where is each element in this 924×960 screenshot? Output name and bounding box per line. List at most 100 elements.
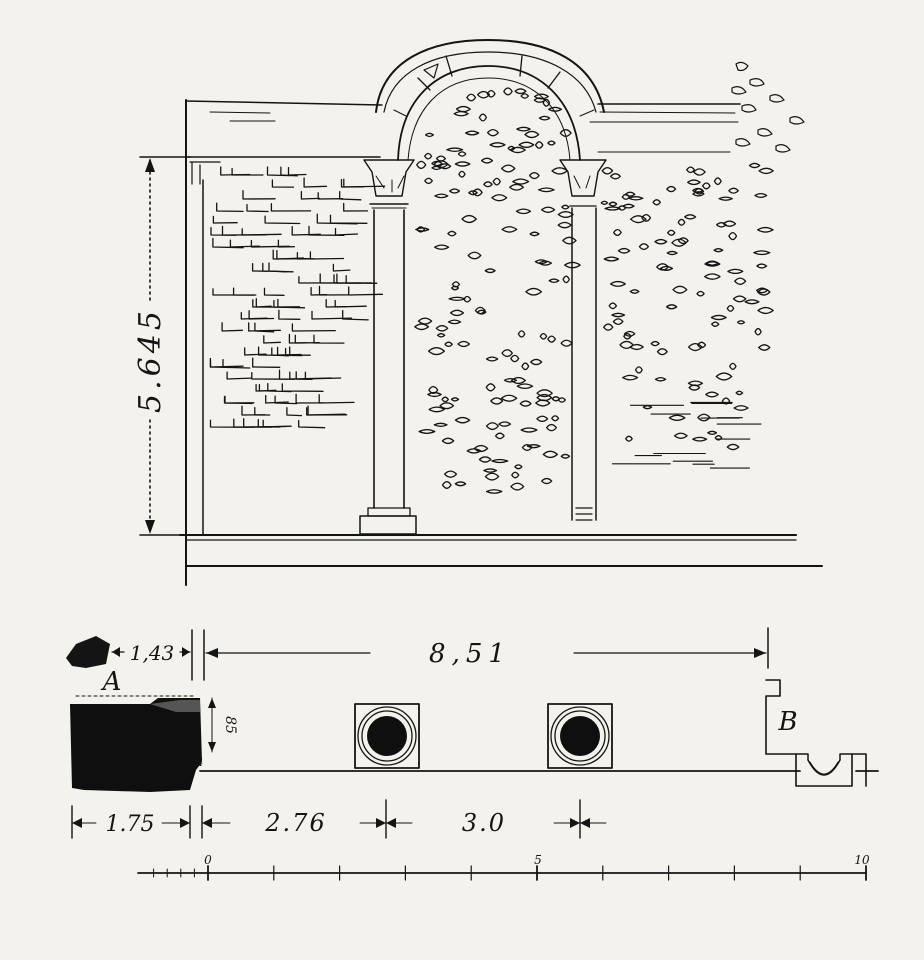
rubble-stone xyxy=(450,397,460,402)
rubble-stone xyxy=(715,372,733,381)
rubble-stone xyxy=(667,229,676,236)
rubble-stone xyxy=(492,177,501,186)
rubble-stone xyxy=(453,111,469,117)
rubble-stone xyxy=(713,248,724,253)
scale-ticks xyxy=(153,865,867,881)
rubble-stone xyxy=(705,260,719,266)
masonry-stroke xyxy=(231,167,264,176)
plan-view: 1,43 8,51 A 85 24 xyxy=(66,627,879,839)
masonry-stroke xyxy=(221,225,267,236)
masonry-stroke xyxy=(291,225,321,236)
rubble-stone xyxy=(514,88,527,95)
masonry-stroke xyxy=(270,203,312,212)
scale-tick-label-0: 0 xyxy=(204,853,212,867)
rubble-stone xyxy=(510,482,525,491)
dim-8-51: 8,51 xyxy=(429,639,511,669)
masonry-stroke xyxy=(263,335,282,344)
rubble-stone xyxy=(722,220,737,227)
masonry-stroke xyxy=(246,203,269,213)
rubble-stone xyxy=(744,299,760,305)
masonry-stroke xyxy=(313,334,345,344)
masonry-stroke xyxy=(319,273,363,284)
masonry-stroke xyxy=(229,239,260,248)
rubble-stone xyxy=(517,330,526,338)
rubble-stone xyxy=(540,206,556,213)
rubble-stone xyxy=(600,200,609,205)
rubble-stone xyxy=(416,160,427,170)
rubble-stone xyxy=(536,415,549,422)
rubble-stone xyxy=(705,391,719,398)
masonry-stroke xyxy=(221,322,244,332)
column-right xyxy=(559,159,607,521)
rubble-stone xyxy=(516,383,534,390)
rubble-stone xyxy=(447,230,457,237)
masonry-stroke xyxy=(298,276,339,284)
rubble-stone xyxy=(629,289,640,294)
scale-tick-label-5: 5 xyxy=(534,853,542,867)
rubble-stone xyxy=(542,98,551,107)
rubble-stone xyxy=(551,415,560,422)
wall-ruin-edge xyxy=(731,61,805,153)
rubble-stone xyxy=(454,481,467,487)
rubble-stone xyxy=(638,243,650,251)
masonry-stroke xyxy=(276,250,305,260)
rubble-stone xyxy=(692,187,704,194)
rubble-stone xyxy=(518,141,535,148)
masonry-stroke xyxy=(232,287,255,296)
masonry-stroke xyxy=(268,262,288,273)
masonry-stroke xyxy=(212,215,238,224)
elevation-view: 5.645 xyxy=(133,39,823,586)
masonry-stroke xyxy=(336,273,372,284)
rubble-stone xyxy=(439,402,455,410)
rubble-stone xyxy=(613,229,622,236)
rubble-stone xyxy=(521,444,533,451)
rubble-stone xyxy=(498,421,512,427)
rubble-stone xyxy=(501,226,518,233)
rubble-stone xyxy=(687,380,704,387)
masonry-stroke xyxy=(288,333,308,344)
masonry-stroke xyxy=(309,251,345,260)
rubble-stone xyxy=(473,444,489,453)
rubble-stone xyxy=(466,93,477,102)
rubble-stone xyxy=(677,237,689,245)
rubble-stone xyxy=(507,145,516,151)
rubble-stone xyxy=(728,187,739,194)
rubble-stone xyxy=(515,208,532,215)
rubble-stone xyxy=(718,196,733,201)
rubble-stone xyxy=(650,340,660,347)
rubble-stone xyxy=(601,167,614,175)
rubble-stone xyxy=(672,285,688,294)
rubble-stone xyxy=(559,129,572,137)
rubble-stone xyxy=(557,397,567,403)
masonry-stroke xyxy=(278,309,301,320)
masonry-stroke xyxy=(334,299,367,308)
rubble-stone xyxy=(711,321,720,327)
rubble-stone xyxy=(548,278,560,283)
rubble-stone xyxy=(511,471,520,479)
masonry-stroke xyxy=(289,346,311,356)
rubble-stone xyxy=(454,416,471,424)
rubble-stone xyxy=(491,458,509,464)
rubble-stone xyxy=(704,273,721,280)
label-b: B xyxy=(777,707,797,737)
rubble-stone xyxy=(519,400,532,407)
rubble-stone xyxy=(441,396,449,403)
rubble-stone xyxy=(465,130,480,136)
rubble-stone xyxy=(483,181,493,188)
rubble-stone xyxy=(551,396,561,402)
masonry-stroke xyxy=(287,167,307,176)
masonry-stroke xyxy=(298,420,326,429)
masonry-stroke xyxy=(242,190,276,200)
masonry-stroke xyxy=(345,275,378,284)
masonry-stroke xyxy=(348,286,384,296)
rubble-stone xyxy=(727,268,744,275)
rubble-stone xyxy=(625,435,633,442)
pier-a-hatch xyxy=(150,700,200,712)
rubble-stone xyxy=(758,344,771,351)
rubble-stone xyxy=(538,187,555,193)
rubble-stone xyxy=(503,87,513,96)
masonry-stroke xyxy=(262,262,294,273)
rubble-stone xyxy=(521,362,530,371)
rubble-stone xyxy=(726,304,735,312)
